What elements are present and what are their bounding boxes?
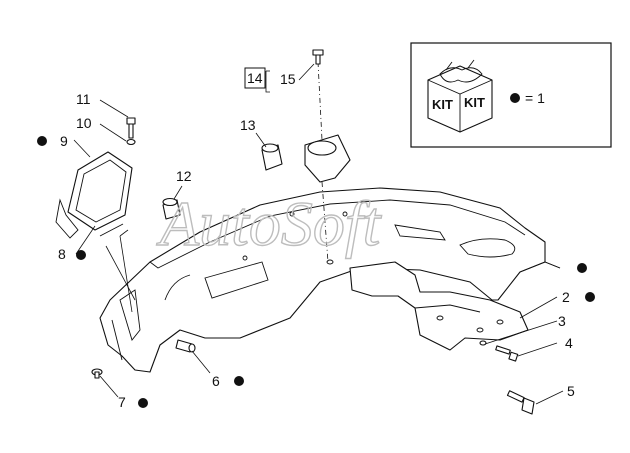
- kit-label-right: KIT: [464, 95, 485, 110]
- part-label-10: 10: [76, 115, 92, 131]
- dot-9: [37, 136, 47, 146]
- part-label-13: 13: [240, 117, 256, 133]
- kit-dots: [37, 136, 595, 408]
- kit-label-left: KIT: [432, 97, 453, 112]
- legend-equals-text: = 1: [525, 90, 545, 106]
- bolt-6-drawing: [175, 339, 196, 353]
- bolt-4-drawing: [479, 340, 519, 362]
- dot-7: [138, 398, 148, 408]
- main-frame-drawing: [99, 187, 561, 373]
- part-label-11: 11: [76, 91, 91, 107]
- legend-dot: [510, 93, 520, 103]
- screw-11-drawing: [126, 117, 136, 146]
- part-14-box: [244, 67, 266, 89]
- dot-8: [76, 250, 86, 260]
- part-label-8: 8: [58, 246, 66, 262]
- kit-legend: KIT KIT = 1: [410, 42, 612, 148]
- screw-7-drawing: [91, 368, 103, 379]
- dot-2: [585, 292, 595, 302]
- block-14-drawing: [304, 49, 351, 263]
- part-label-7: 7: [118, 394, 126, 410]
- part-label-6: 6: [212, 373, 220, 389]
- watermark-text: AutoSoft: [156, 188, 383, 259]
- part-label-2: 2: [562, 289, 570, 305]
- part-label-12: 12: [176, 168, 192, 184]
- part-label-3: 3: [558, 313, 566, 329]
- bolt-5-drawing: [506, 390, 535, 415]
- part-label-9: 9: [60, 133, 68, 149]
- dot-1: [577, 263, 587, 273]
- rubber-13-drawing: [261, 143, 283, 171]
- part-label-14: 14: [247, 70, 263, 86]
- part-label-15: 15: [280, 71, 296, 87]
- bracket-plate-drawing: [349, 261, 529, 351]
- leader-lines: [73, 63, 564, 405]
- rubber-12-drawing: [162, 197, 181, 220]
- dot-6: [234, 376, 244, 386]
- part-label-4: 4: [565, 335, 573, 351]
- pad-drawing: [55, 151, 133, 239]
- part-label-5: 5: [567, 383, 575, 399]
